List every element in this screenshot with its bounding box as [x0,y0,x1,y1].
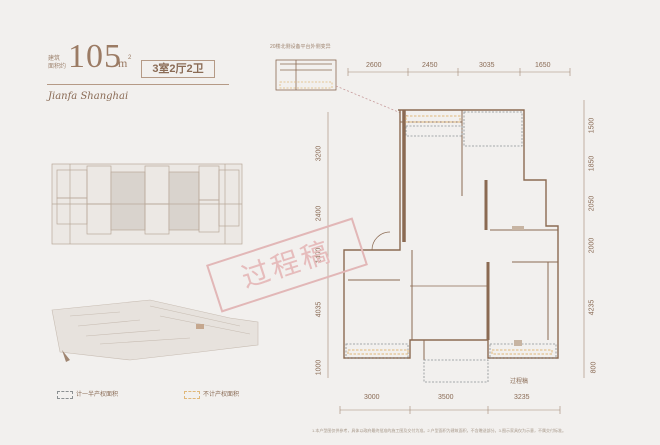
top-dim-4: 1650 [535,62,551,69]
left-dim-5: 1000 [315,359,323,376]
area-value: 105 [68,38,122,75]
building-cluster-plan [51,163,243,245]
top-dim-2: 2450 [422,62,438,69]
left-dim-2: 2400 [315,205,323,222]
top-dim-3: 3035 [479,62,495,69]
area-label-line2: 面积约 [48,64,67,70]
area-label: 建筑 面积约 [48,55,66,71]
legend-excluded-area-swatch [184,391,200,399]
area-unit-superscript: 2 [128,55,132,61]
site-plan [51,299,259,362]
balcony-inset [275,59,409,117]
right-dim-5: 4235 [588,299,596,316]
header-divider [47,84,229,85]
right-dim-1: 1500 [588,117,596,134]
left-dim-4: 4035 [315,301,323,318]
right-dim-6: 800 [590,361,598,374]
top-dim-1: 2600 [366,62,382,69]
fixtures [512,226,524,346]
footnote: 1.本户型图仅供参考，具体以政府最终批准的施工图及交付为准。2.户型面积为建筑面… [312,428,567,433]
bottom-dim-2: 3500 [438,394,454,401]
brand-name: Jianfa Shanghai [48,91,129,102]
area-label-line1: 建筑 [48,56,61,62]
right-dim-2: 1850 [588,155,596,172]
layout-type-badge: 3室2厅2卫 [141,60,215,78]
excluded-area-regions [347,115,553,355]
corridor-label: 过程稿 [510,379,529,385]
dimension-lines [327,68,585,414]
left-dim-1: 3200 [315,145,323,162]
balcony-note: 20楼北侧设备平台外侧变异 [270,44,331,50]
floor-plan-walls [343,109,559,360]
legend-half-area-label: 计一半产权面积 [76,392,119,398]
legend-half-area-swatch [57,391,73,399]
area-unit: m [118,56,128,70]
bottom-dim-3: 3235 [514,394,530,401]
right-dim-3: 2050 [588,195,596,212]
legend-excluded-area-label: 不计产权面积 [203,392,240,398]
bottom-dim-1: 3000 [364,394,380,401]
right-dim-4: 2000 [588,237,596,254]
half-area-regions [345,111,557,383]
